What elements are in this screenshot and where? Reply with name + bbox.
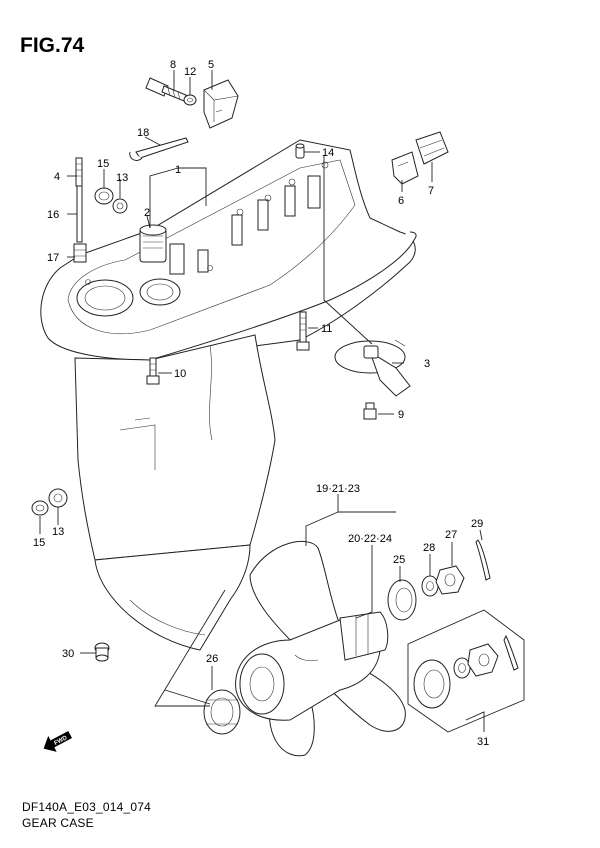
- part-cable-tie-18: [129, 137, 189, 161]
- part-rod-4-16-17: [73, 157, 87, 263]
- part-nut-27: [435, 565, 465, 595]
- footer-title: GEAR CASE: [22, 816, 94, 830]
- part-plug-30: [94, 642, 110, 662]
- part-block-5: [203, 79, 239, 129]
- part-bolt-10: [146, 357, 160, 385]
- callout-27: 27: [445, 529, 457, 541]
- gear-case-housing: [40, 139, 417, 651]
- part-bolt-8: [145, 77, 187, 102]
- part-plug-15-lower: [31, 488, 68, 516]
- callout-18: 18: [137, 127, 149, 139]
- callout-15-lower: 15: [33, 537, 45, 549]
- callout-9: 9: [398, 409, 404, 421]
- part-bolt-11: [296, 311, 310, 351]
- part-washer-12: [183, 94, 197, 106]
- part-thrust-hub-26: [203, 689, 241, 735]
- callout-30: 30: [62, 648, 74, 660]
- fwd-arrow-icon: FWD: [43, 730, 73, 752]
- callout-12: 12: [184, 66, 196, 78]
- leader-lines: [39, 70, 525, 733]
- part-plug-15-upper: [94, 187, 128, 214]
- callout-11: 11: [321, 323, 332, 335]
- callout-labels: 8 12 5 18 14 4 15 13 1 7 6 2 16 17 11 3 …: [33, 59, 489, 748]
- callout-16: 16: [47, 209, 59, 221]
- callout-14: 14: [322, 147, 334, 159]
- part-washer-28: [421, 575, 439, 597]
- callout-13-upper: 13: [116, 172, 128, 184]
- part-pin-14: [295, 143, 305, 159]
- callout-13-lower: 13: [52, 526, 64, 538]
- callout-26: 26: [206, 653, 218, 665]
- callout-29: 29: [471, 518, 483, 530]
- callout-7: 7: [428, 185, 434, 197]
- callout-25: 25: [393, 554, 405, 566]
- callout-31: 31: [477, 736, 489, 748]
- callout-4: 4: [54, 171, 60, 183]
- callout-5: 5: [208, 59, 214, 71]
- footer-model-code: DF140A_E03_014_074: [22, 800, 152, 814]
- part-cotter-pin-29: [475, 539, 491, 581]
- part-thrust-washer-25: [387, 579, 417, 621]
- callout-2: 2: [144, 207, 150, 219]
- part-bracket-7: [415, 131, 449, 165]
- part-anode-3: [334, 339, 411, 397]
- part-bracket-6: [391, 151, 419, 185]
- callout-1: 1: [175, 164, 181, 176]
- callout-10: 10: [174, 368, 186, 380]
- callout-15-upper: 15: [97, 158, 109, 170]
- part-kit-31: [413, 634, 519, 709]
- callout-8: 8: [170, 59, 176, 71]
- callout-6: 6: [398, 195, 404, 207]
- propeller: [235, 540, 406, 757]
- figure-title: FIG.74: [20, 34, 85, 57]
- part-bolt-9: [363, 402, 377, 420]
- callout-3: 3: [424, 358, 430, 370]
- callout-20-22-24: 20·22·24: [348, 533, 392, 545]
- callout-19-21-23: 19·21·23: [316, 483, 360, 495]
- callout-28: 28: [423, 542, 435, 554]
- callout-17: 17: [47, 252, 59, 264]
